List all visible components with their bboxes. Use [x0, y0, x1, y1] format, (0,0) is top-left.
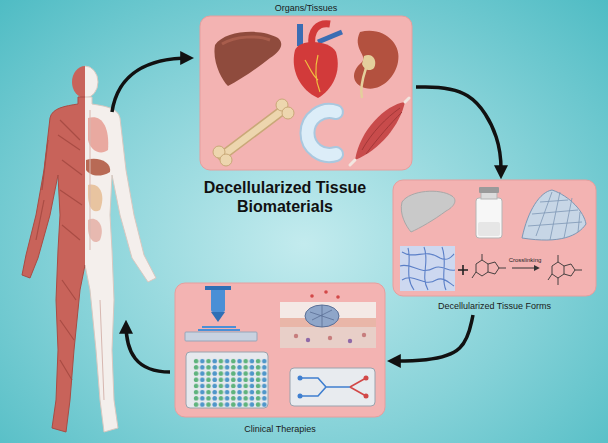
organ-icons — [213, 24, 409, 166]
stage-panel: Organs/Tissues — [200, 2, 412, 170]
panel-heading: Clinical Therapies — [175, 423, 385, 435]
cycle-arrow — [126, 324, 170, 372]
cycle-arrow — [112, 58, 190, 112]
reaction-label: Crosslinking — [509, 257, 542, 264]
cycle-arrow — [416, 87, 501, 175]
human-figure — [22, 66, 156, 432]
stage-panel: Decellularized Tissue Forms — [393, 180, 596, 312]
panel-heading: Decellularized Tissue Forms — [393, 300, 596, 312]
stage-panel: Clinical Therapies — [175, 283, 385, 435]
panel-background — [175, 283, 385, 417]
therapy-icons — [185, 286, 376, 408]
material-icons — [400, 187, 586, 291]
panel-background — [200, 16, 412, 170]
diagram-title: Decellularized Tissue Biomaterials — [180, 178, 390, 216]
panel-background — [393, 180, 596, 296]
cycle-arrow — [391, 315, 473, 361]
panel-heading: Organs/Tissues — [200, 2, 412, 14]
